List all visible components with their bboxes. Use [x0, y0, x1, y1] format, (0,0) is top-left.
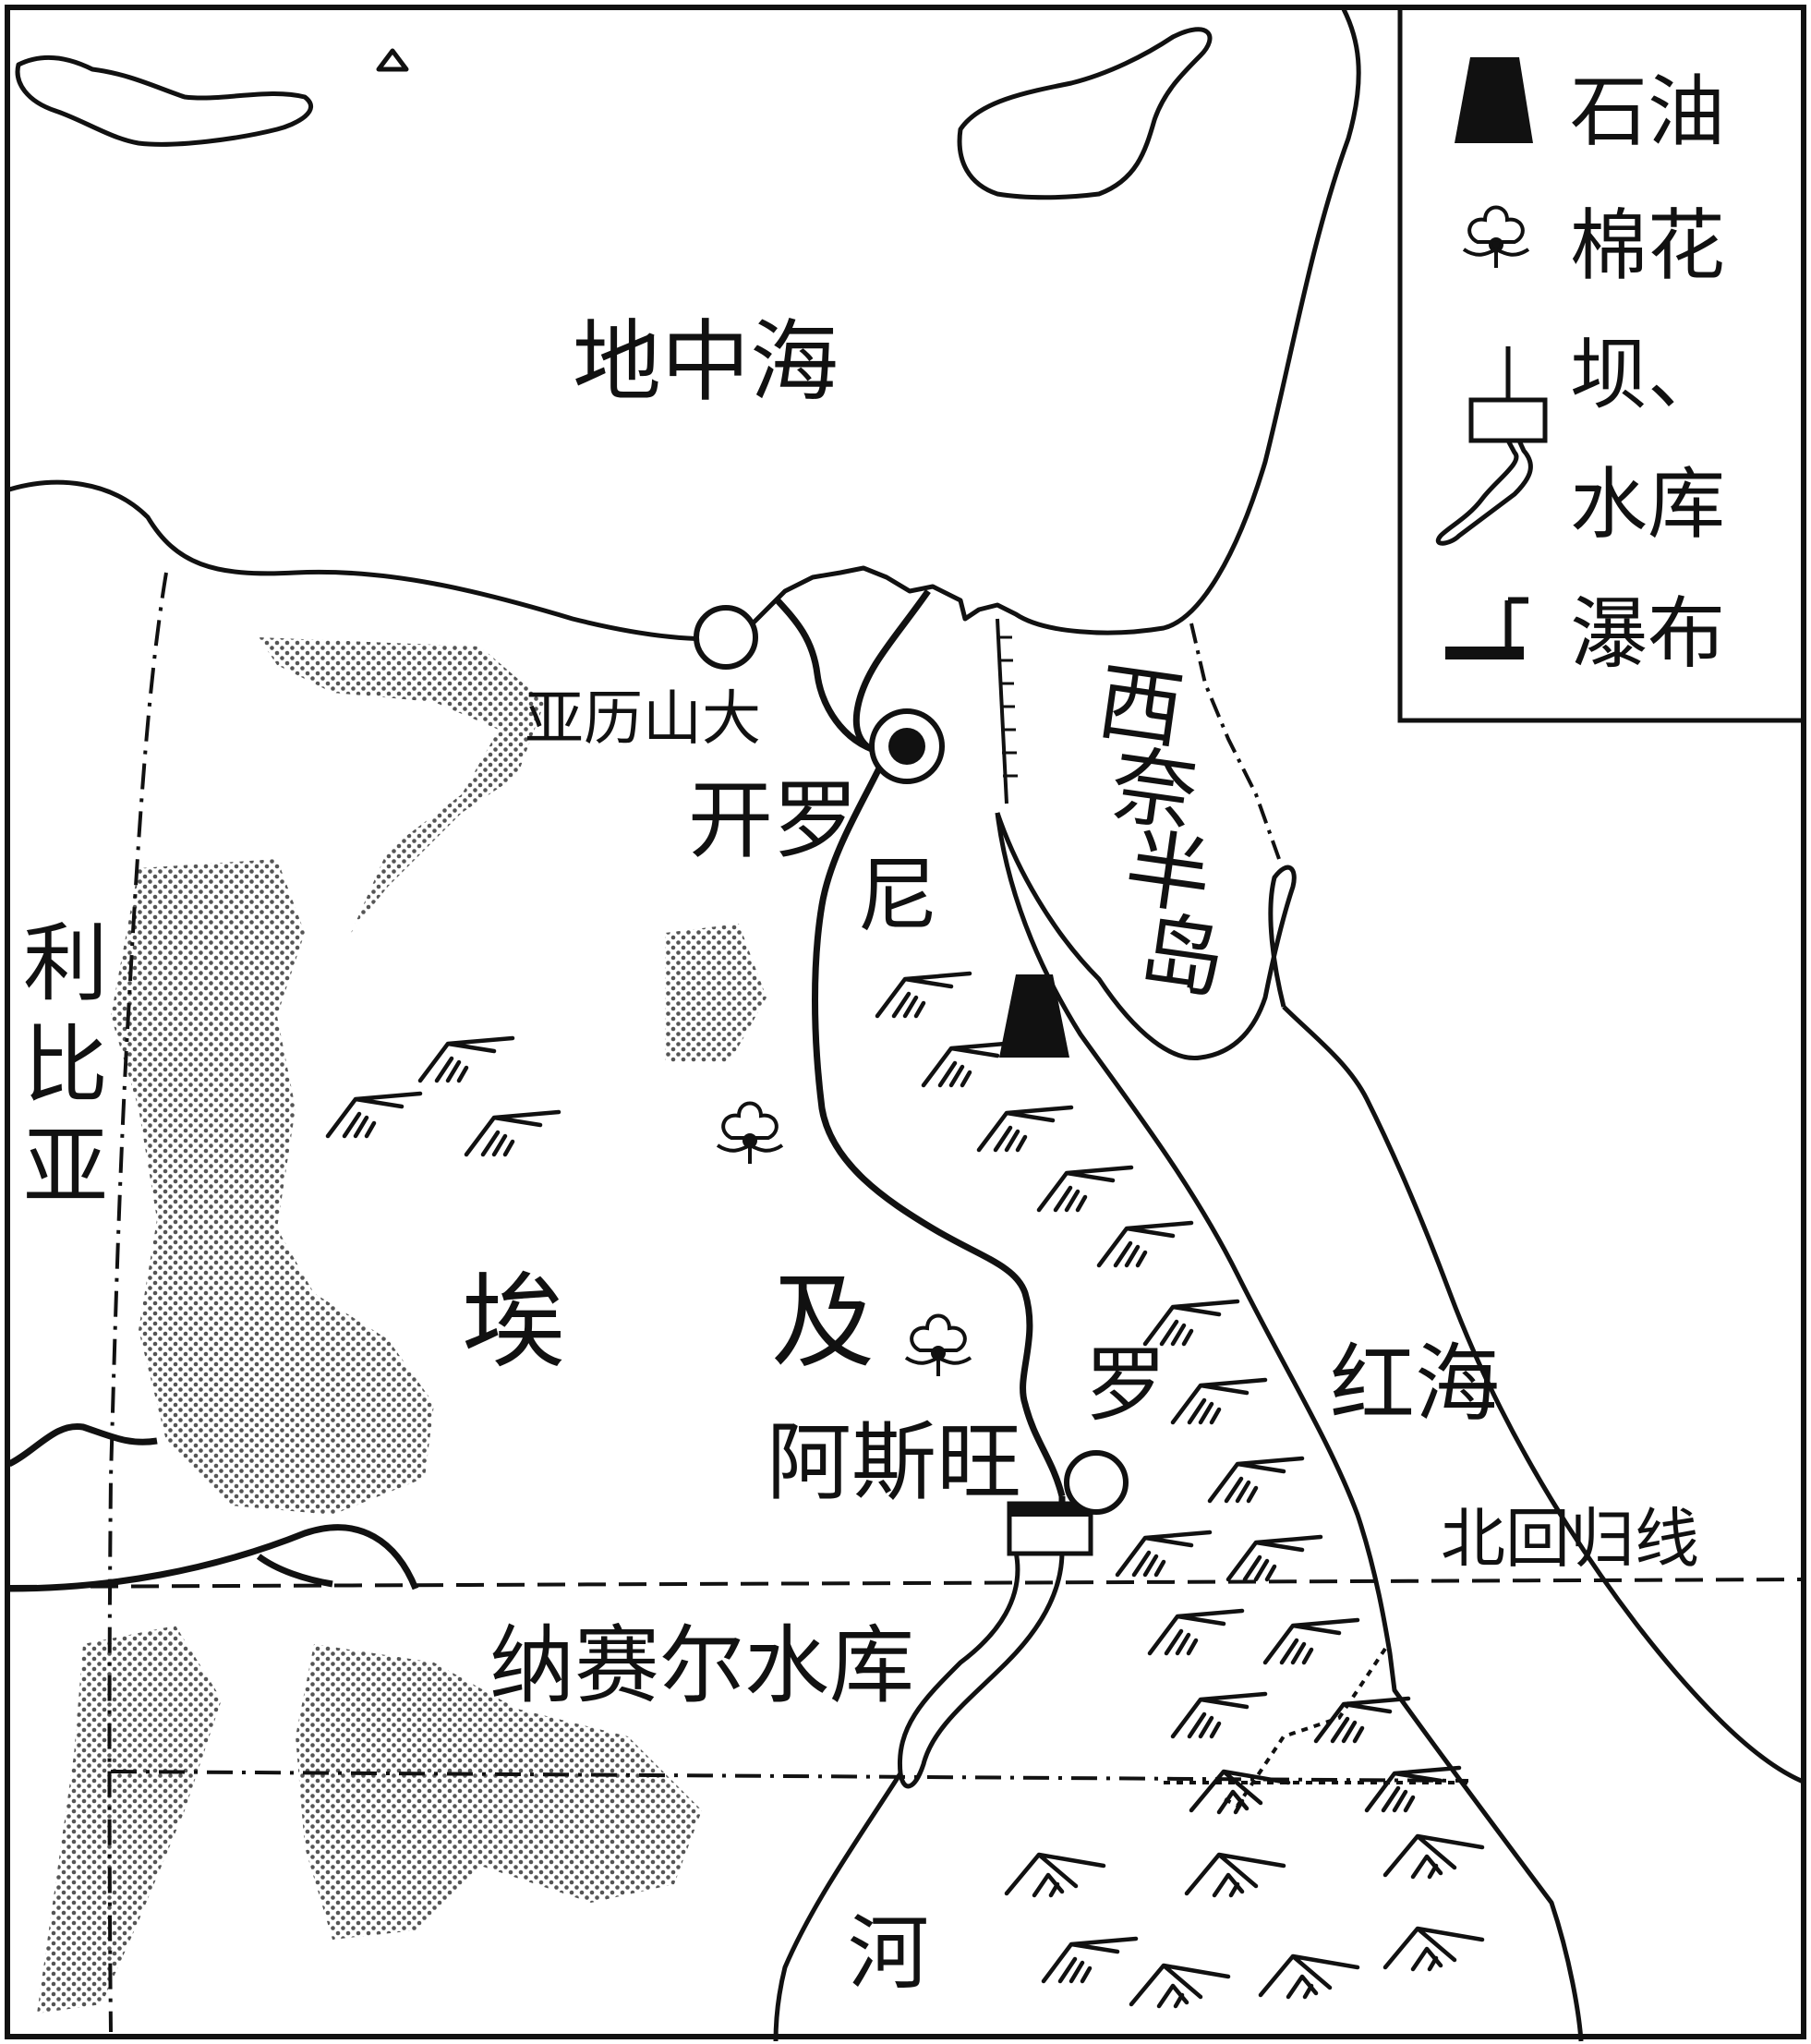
egypt-label-2: 及 — [771, 1263, 875, 1383]
sinai-char-2: 奈 — [1105, 735, 1203, 845]
nile-label-3: 河 — [848, 1905, 929, 2001]
city-circle-icon — [1064, 1450, 1129, 1515]
sinai-char-3: 半 — [1119, 818, 1217, 928]
lake-nasser-label: 纳赛尔水库 — [489, 1616, 914, 1715]
sinai-label: 西 奈 半 岛 — [1092, 652, 1231, 1011]
cotton-flower-icon — [716, 1101, 784, 1164]
legend-oil-icon — [1455, 57, 1533, 143]
cotton-flower-icon — [904, 1313, 972, 1376]
legend-oil-label: 石油 — [1570, 67, 1725, 157]
crete-island — [15, 54, 314, 147]
sudan-border — [110, 1770, 1469, 1783]
legend-dam-label-2: 水库 — [1570, 459, 1725, 550]
libya-egypt-border — [107, 572, 168, 2033]
libya-char-2: 比 — [23, 1016, 108, 1115]
halaib-border — [1164, 1647, 1468, 1808]
legend-waterfall-label: 瀑布 — [1570, 588, 1725, 679]
legend-cotton-icon — [1462, 205, 1530, 268]
nile-label-2: 罗 — [1085, 1337, 1166, 1433]
map-frame — [5, 5, 1806, 2039]
alexandria-label: 亚历山大 — [525, 685, 761, 754]
lake-nasser — [897, 1551, 1065, 1789]
libya-char-1: 利 — [23, 914, 108, 1013]
tropic-of-cancer-label: 北回归线 — [1441, 1501, 1699, 1577]
western-wadi — [7, 1422, 419, 1592]
cyprus-island — [957, 27, 1213, 200]
oil-derrick-icon — [999, 974, 1069, 1058]
sinai-peninsula-coast — [995, 812, 1297, 1061]
legend: 石油 棉花 坝、 水库 瀑布 — [1397, 5, 1806, 723]
small-island — [376, 48, 409, 72]
tropic-of-cancer — [8, 1578, 1806, 1589]
cairo-label: 开罗 — [688, 771, 858, 870]
nile-valley-west — [773, 1772, 903, 2042]
sinai-char-1: 西 — [1092, 652, 1189, 762]
desert-areas — [37, 637, 767, 2014]
gulf-of-suez-west-shore — [995, 812, 1584, 2042]
libya-char-3: 亚 — [23, 1118, 108, 1216]
nile-river-west-bank — [812, 751, 1066, 1497]
suez-canal — [996, 618, 1008, 804]
city-circle-icon — [694, 605, 758, 670]
mediterranean-label: 地中海 — [573, 310, 839, 414]
legend-cotton-label: 棉花 — [1570, 200, 1725, 291]
suez-canal-ticks — [997, 635, 1018, 778]
nile-delta-west — [773, 596, 887, 756]
nile-label-1: 尼 — [857, 848, 938, 943]
red-sea-label: 红海 — [1330, 1335, 1500, 1433]
gulf-of-aqaba-east-shore — [1282, 1005, 1806, 1785]
capital-city-icon — [869, 708, 945, 784]
aswan-label: 阿斯旺 — [767, 1413, 1021, 1512]
sinai-char-4: 岛 — [1133, 901, 1231, 1011]
egypt-label-1: 埃 — [462, 1263, 565, 1383]
legend-waterfall-icon — [1445, 597, 1528, 659]
legend-dam-label-1: 坝、 — [1570, 330, 1725, 420]
aswan-dam-symbol — [1007, 1501, 1093, 1556]
nile-delta-east — [852, 588, 931, 756]
sinai-border — [1189, 623, 1281, 860]
legend-dam-icon — [1436, 346, 1548, 546]
libya-label: 利 比 亚 — [23, 914, 108, 1216]
mediterranean-coast — [8, 7, 1361, 642]
